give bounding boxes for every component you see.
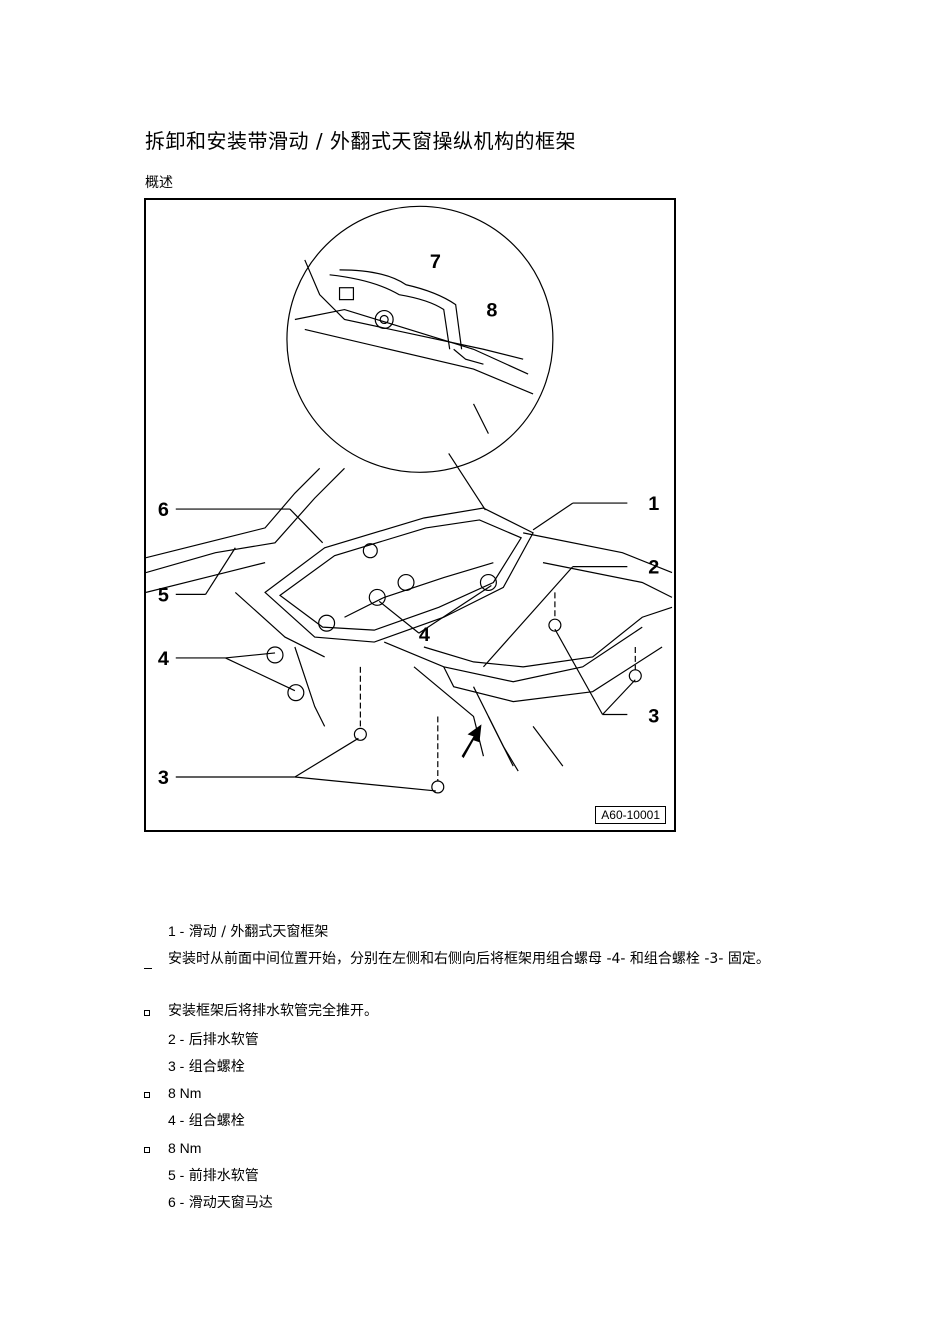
callout-8: 8 bbox=[486, 300, 497, 322]
callout-1: 1 bbox=[648, 493, 659, 515]
callout-4-upper: 4 bbox=[419, 624, 430, 646]
callout-2: 2 bbox=[648, 557, 659, 579]
callout-5: 5 bbox=[158, 584, 169, 606]
callout-3-right: 3 bbox=[648, 705, 659, 727]
page-title: 拆卸和安装带滑动 / 外翻式天窗操纵机构的框架 bbox=[145, 129, 576, 153]
bullet-marker bbox=[144, 1010, 150, 1016]
section-subtitle: 概述 bbox=[145, 175, 173, 191]
bullet-marker bbox=[144, 1147, 150, 1153]
detail-circle bbox=[286, 205, 554, 473]
technical-diagram: 7 8 6 1 2 5 4 4 3 3 A60-10001 bbox=[144, 198, 676, 832]
callout-4-lower: 4 bbox=[158, 648, 169, 670]
callout-3-left: 3 bbox=[158, 767, 169, 789]
diagram-drawing: 7 8 6 1 2 5 4 4 3 3 bbox=[146, 205, 673, 794]
bullet-marker bbox=[144, 1092, 150, 1098]
figure-id-label: A60-10001 bbox=[595, 806, 666, 824]
callout-6: 6 bbox=[158, 499, 169, 521]
callout-7: 7 bbox=[430, 251, 441, 273]
dash-marker bbox=[144, 968, 152, 969]
